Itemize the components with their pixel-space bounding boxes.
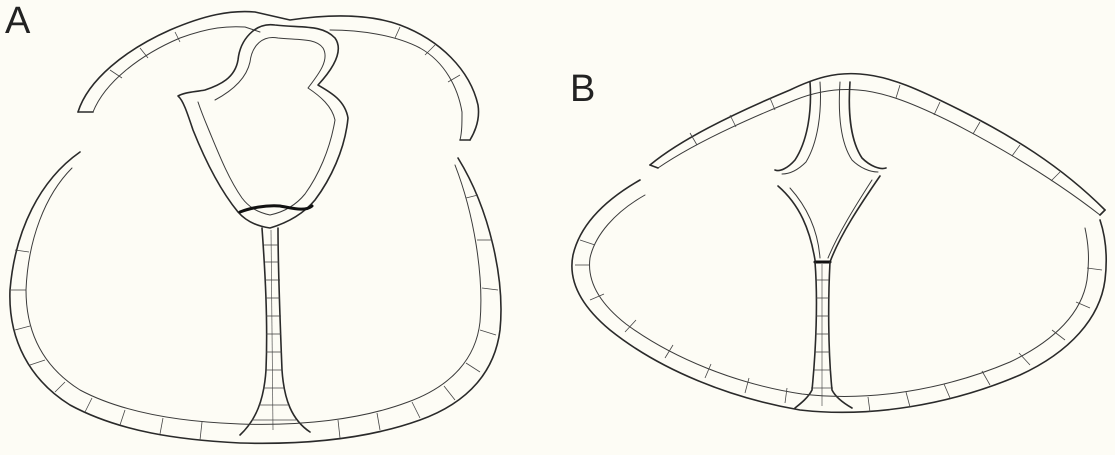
section-a-vault-inner — [198, 37, 335, 215]
section-a-ring-hatch — [11, 27, 498, 440]
section-b-right-lobe-inner — [839, 82, 878, 172]
section-b-outer-ring — [572, 180, 1106, 412]
section-b-left-lobe-inner — [782, 82, 820, 174]
section-a-septum-hatch — [252, 245, 296, 420]
section-b-ring-hatch — [575, 85, 1102, 412]
section-a-septum-right — [278, 228, 310, 432]
section-a-outer-ring — [10, 152, 501, 443]
section-a — [10, 12, 501, 444]
section-b-inner-ring — [590, 195, 1089, 396]
section-b-arch-right-tip — [1100, 210, 1105, 215]
section-a-top-arch-inner — [93, 27, 462, 140]
section-a-inner-ring — [26, 165, 481, 424]
section-b-top-arch-outer — [650, 74, 1105, 210]
section-b-septum-right — [829, 262, 852, 408]
section-b — [572, 74, 1106, 413]
section-b-septum-left — [795, 262, 816, 408]
section-b-left-lobe — [775, 82, 810, 171]
section-a-vault-outer — [178, 25, 348, 228]
section-b-arch-left-tip — [650, 165, 658, 168]
section-a-septum-mid — [271, 230, 273, 430]
section-a-top-arch-outer — [78, 12, 479, 140]
section-a-septum-left — [240, 228, 267, 435]
section-b-right-lobe — [849, 82, 886, 169]
section-b-v-right — [830, 176, 880, 262]
section-b-v-left — [778, 186, 815, 260]
section-b-v-right-inner — [828, 180, 872, 258]
